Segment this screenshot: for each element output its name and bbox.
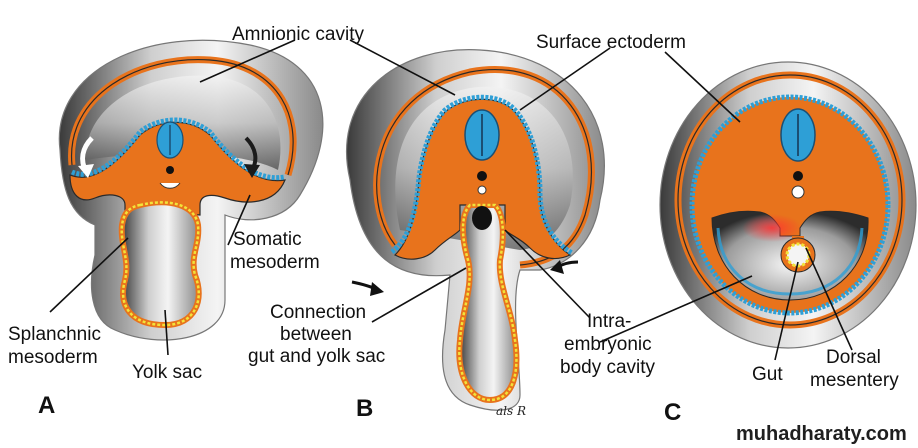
label-splanchnic: Splanchnic (8, 324, 101, 345)
label-dorsal-mesentery: mesentery (810, 370, 899, 391)
panel-a-embryo (58, 39, 324, 341)
label-body-cavity: body cavity (560, 357, 656, 378)
panel-letter-b: B (356, 395, 373, 422)
panel-a-ectoderm (71, 117, 285, 181)
panel-a-notochord (166, 166, 174, 174)
panel-c-notochord (793, 171, 803, 181)
label-between: between (280, 324, 352, 345)
label-somatic-mesoderm: mesoderm (230, 252, 320, 273)
label-somatic: Somatic (233, 229, 302, 250)
label-gut: Gut (752, 364, 783, 385)
panel-c-embryo (659, 61, 917, 349)
label-connection: Connection (270, 302, 366, 323)
panel-b-ectoderm (390, 94, 574, 256)
panel-a-yolk-sac (118, 199, 202, 329)
artist-signature: als R (496, 404, 526, 418)
label-surface-ectoderm: Surface ectoderm (536, 32, 686, 53)
label-amnionic-cavity: Amnionic cavity (232, 24, 364, 45)
label-gut-and-yolk-sac: gut and yolk sac (248, 346, 385, 367)
labels: Amnionic cavity Surface ectoderm Somatic… (8, 24, 907, 445)
panel-letter-a: A (38, 392, 55, 419)
label-dorsal: Dorsal (826, 347, 881, 368)
panel-letter-c: C (664, 399, 681, 426)
label-intra: Intra- (587, 311, 631, 332)
label-yolk-sac: Yolk sac (132, 362, 202, 383)
label-splanchnic-mesoderm: mesoderm (8, 347, 98, 368)
leader-lines (49, 39, 853, 361)
panel-b-embryo (345, 49, 605, 411)
label-embryonic: embryonic (564, 334, 652, 355)
panel-b-notochord (477, 171, 487, 181)
watermark: muhadharaty.com (736, 423, 907, 445)
panel-a-mesoderm (69, 121, 286, 216)
